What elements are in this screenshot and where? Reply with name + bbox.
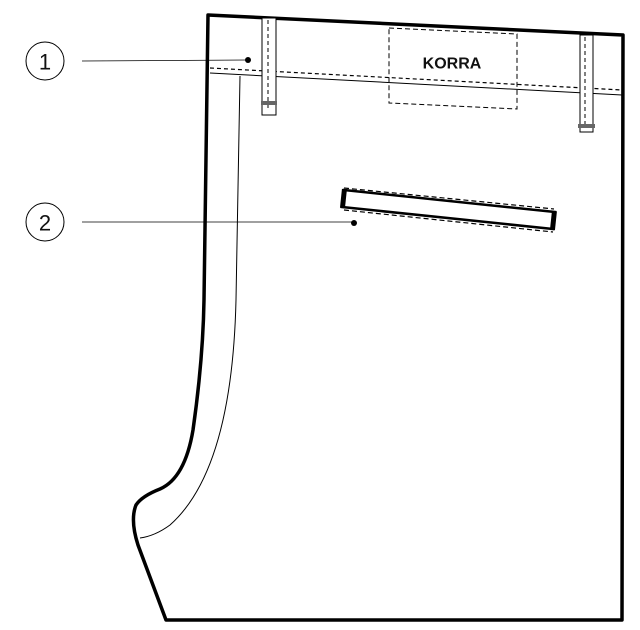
callout-1-number: 1 (39, 50, 51, 75)
belt-loop-right (578, 34, 595, 133)
brand-label: KORRA (388, 27, 518, 110)
callout-2-number: 2 (39, 211, 51, 236)
callout-2: 2 (25, 202, 357, 242)
waistband-stitch (209, 67, 623, 91)
waistband-seam (209, 72, 623, 96)
belt-loop-left (261, 17, 277, 116)
fly-seam-line (139, 75, 241, 539)
welt-pocket (339, 187, 557, 233)
callout-1: 1 (25, 41, 251, 81)
garment-outline (131, 13, 625, 622)
brand-label-text: KORRA (423, 56, 482, 73)
